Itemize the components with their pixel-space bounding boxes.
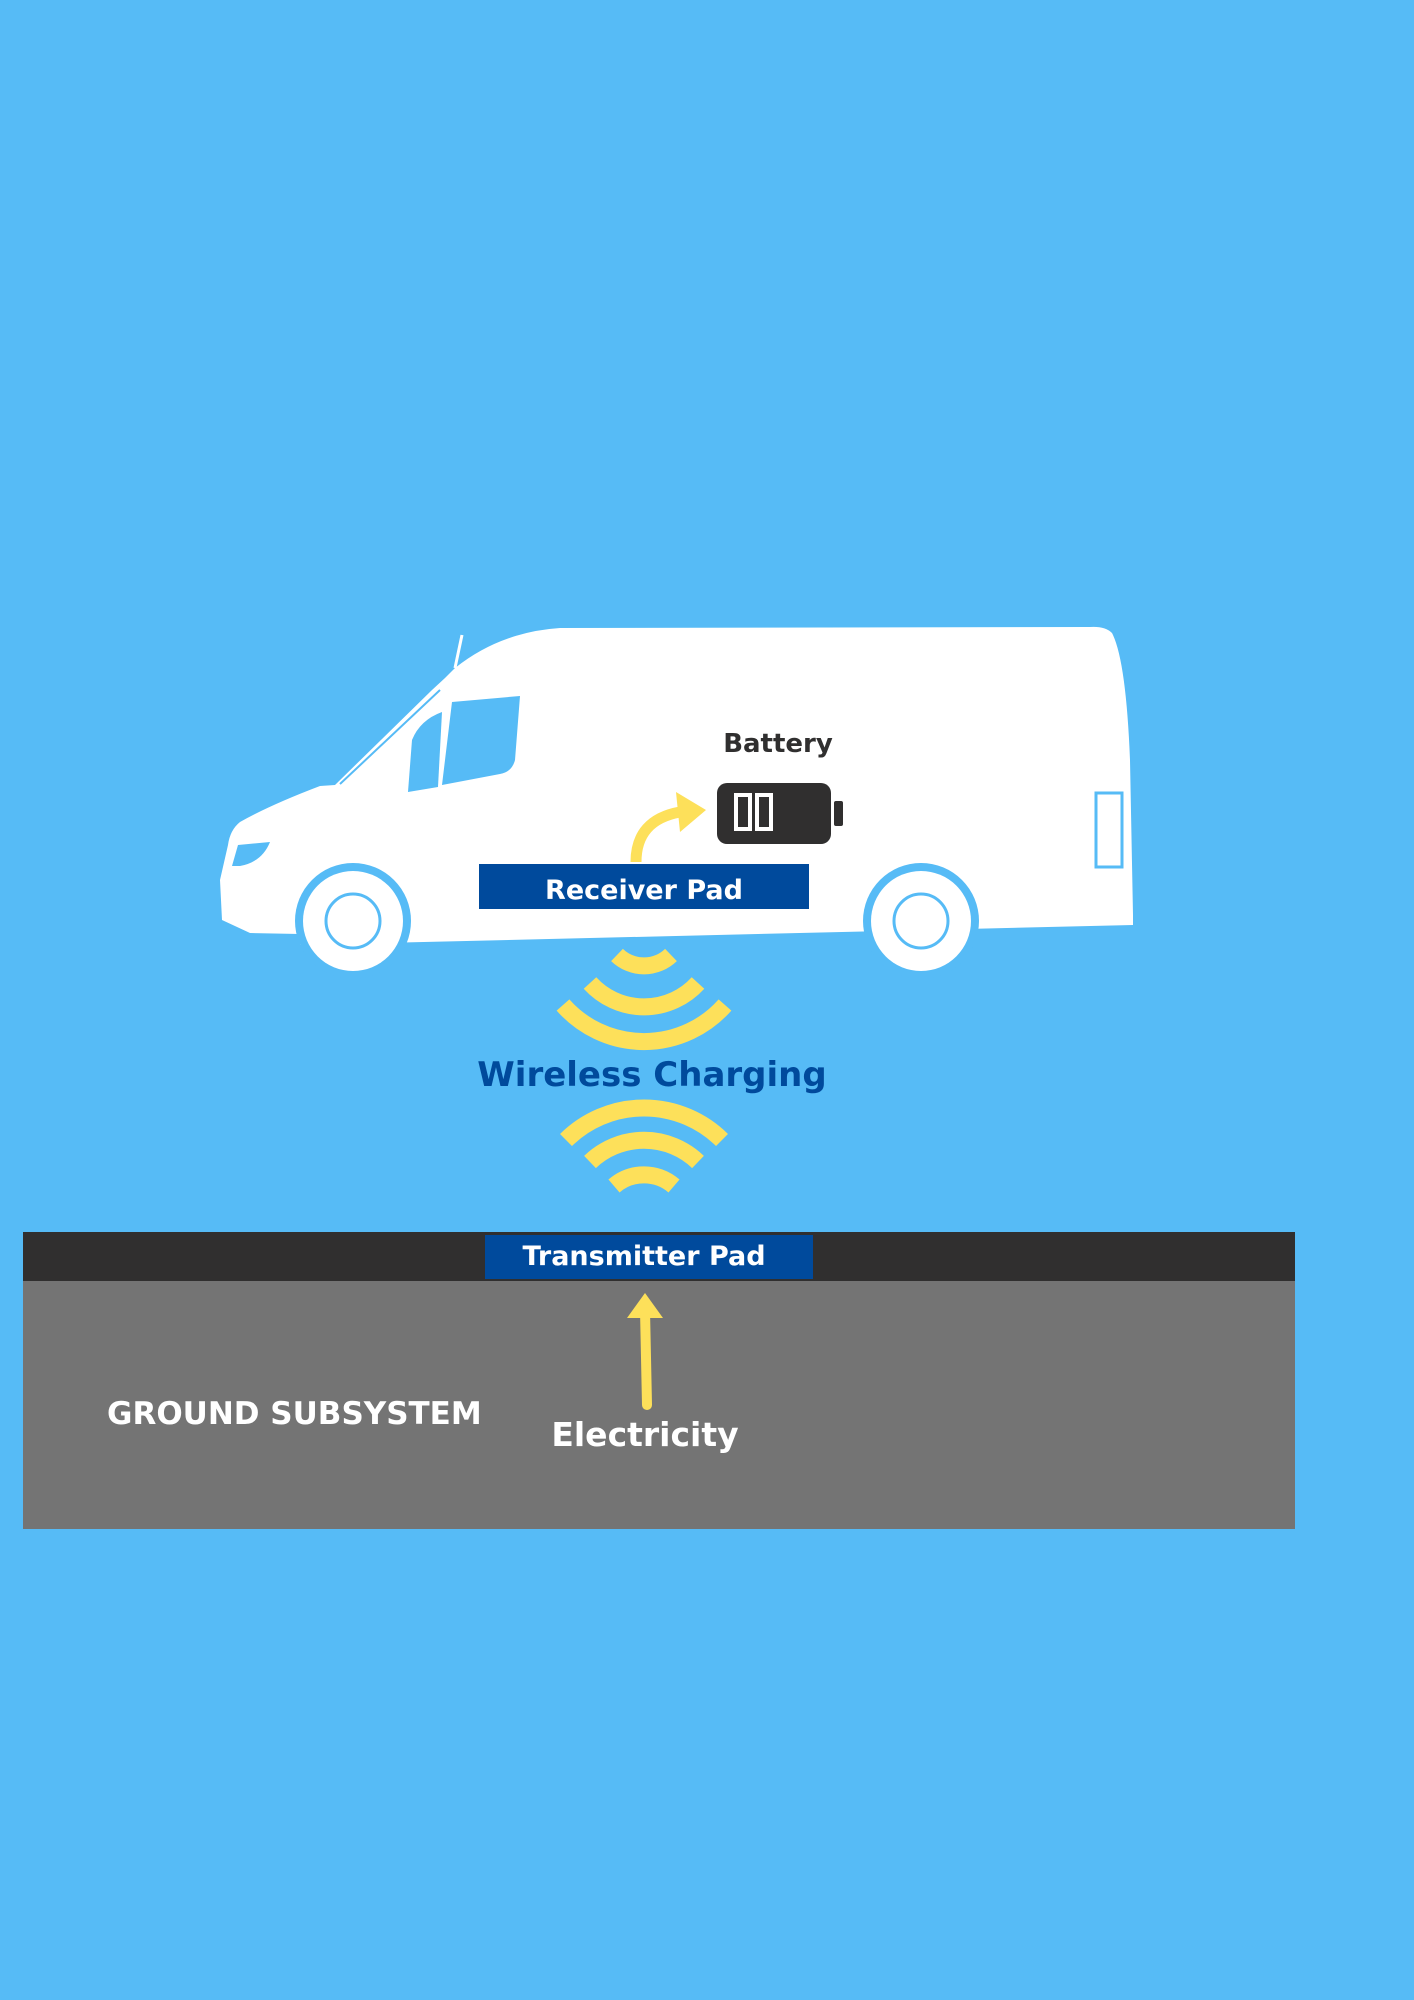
ground-subsystem-label: GROUND SUBSYSTEM <box>107 1396 482 1432</box>
rear-wheel <box>863 863 979 979</box>
wireless-charging-label: Wireless Charging <box>477 1055 826 1095</box>
receiver-pad <box>479 864 809 909</box>
arrow-up-icon <box>627 1293 663 1410</box>
receiver-pad-label: Receiver Pad <box>545 875 743 906</box>
wireless-waves-icon <box>556 948 732 1051</box>
wireless-waves-icon <box>560 1099 728 1193</box>
front-wheel <box>295 863 411 979</box>
battery-icon <box>717 783 843 844</box>
battery-label: Battery <box>723 729 833 759</box>
van-icon <box>220 626 1133 979</box>
ground-subsystem <box>23 1281 1295 1529</box>
transmitter-pad <box>485 1235 813 1279</box>
transmitter-pad-label: Transmitter Pad <box>522 1241 765 1272</box>
curved-arrow-icon <box>630 792 706 863</box>
electricity-label: Electricity <box>551 1415 738 1454</box>
